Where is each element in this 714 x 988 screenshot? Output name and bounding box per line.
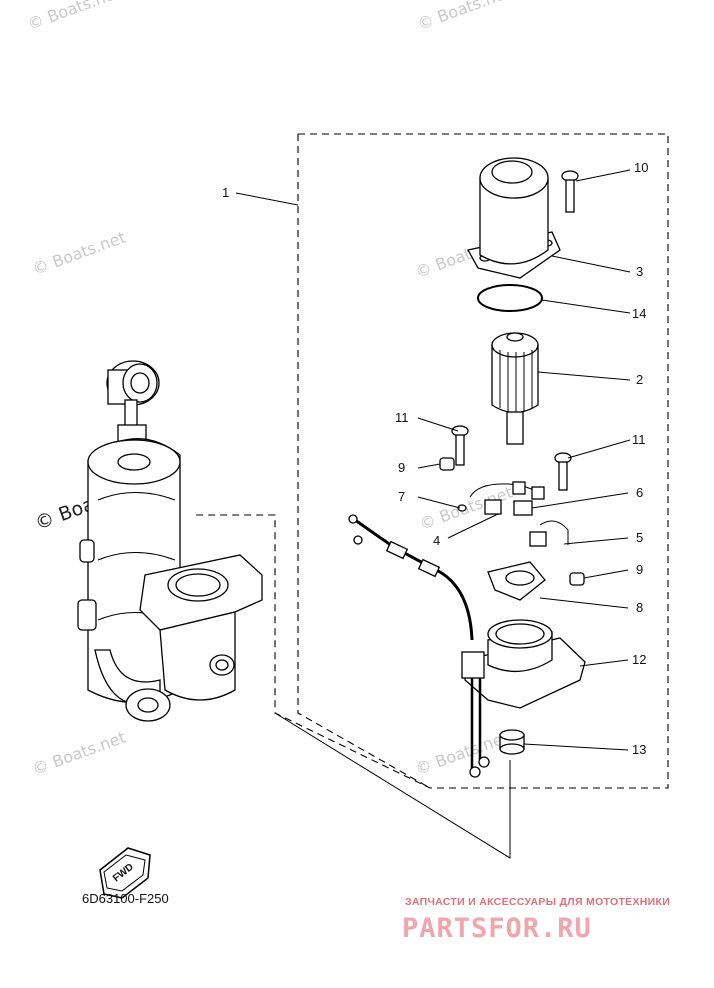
leader-lines [235, 169, 631, 751]
part-8-brush-plate [487, 561, 546, 601]
callout-10: 10 [634, 160, 648, 175]
callout-1: 1 [222, 185, 229, 200]
callout-7: 7 [398, 489, 405, 504]
trim-cylinder-unit [77, 360, 263, 722]
assembly-boundary [195, 133, 669, 789]
part-12-motor-base [461, 619, 586, 778]
lead-wire [348, 514, 474, 641]
boundary-link [274, 712, 511, 859]
watermark-2: © Boats.net [415, 0, 513, 34]
banner-tagline: ЗАПЧАСТИ И АКСЕССУАРЫ ДЛЯ МОТОТЕХНИКИ [405, 896, 670, 908]
callout-14: 14 [632, 306, 646, 321]
callout-8: 8 [636, 600, 643, 615]
part-11-bolt-left [451, 425, 469, 466]
callout-11-right: 11 [632, 432, 646, 447]
part-9-spring-top [439, 457, 455, 471]
callout-11-left: 11 [395, 410, 409, 425]
watermark-3: © Boats.net [30, 228, 128, 279]
part-6-brush [513, 500, 533, 516]
callout-2: 2 [636, 372, 643, 387]
callout-labels: 1 2 3 4 5 6 7 8 9 9 10 11 11 12 13 14 [222, 160, 648, 757]
diagram-code: 6D63100-F250 [82, 891, 169, 906]
callout-9-top: 9 [398, 460, 405, 475]
part-3-motor-yoke [467, 157, 561, 279]
part-9-spring-bottom [569, 572, 585, 586]
part-10-bolt [561, 170, 579, 213]
callout-3: 3 [636, 264, 643, 279]
callout-13: 13 [632, 742, 646, 757]
site-banner: ЗАПЧАСТИ И АКСЕССУАРЫ ДЛЯ МОТОТЕХНИКИ PA… [402, 896, 670, 944]
part-14-o-ring [477, 284, 543, 312]
watermark-1: © Boats.net [25, 0, 123, 34]
part-13-grommet [499, 729, 525, 755]
banner-logo: PARTSFOR.RU [402, 913, 592, 944]
assembly-boundary-left [297, 134, 431, 789]
part-11-bolt-right [554, 452, 572, 491]
watermark-8: © Boats.net [413, 728, 511, 779]
watermark-7: © Boats.net [30, 728, 128, 779]
callout-9-bottom: 9 [636, 562, 643, 577]
part-5-brush [529, 520, 569, 547]
callout-12: 12 [632, 652, 646, 667]
callout-6: 6 [636, 485, 643, 500]
callout-5: 5 [636, 530, 643, 545]
callout-4: 4 [433, 533, 440, 548]
fwd-direction-icon: FWD [99, 847, 151, 899]
part-2-armature [491, 332, 539, 445]
part-7-4-brush-holder [457, 481, 545, 515]
